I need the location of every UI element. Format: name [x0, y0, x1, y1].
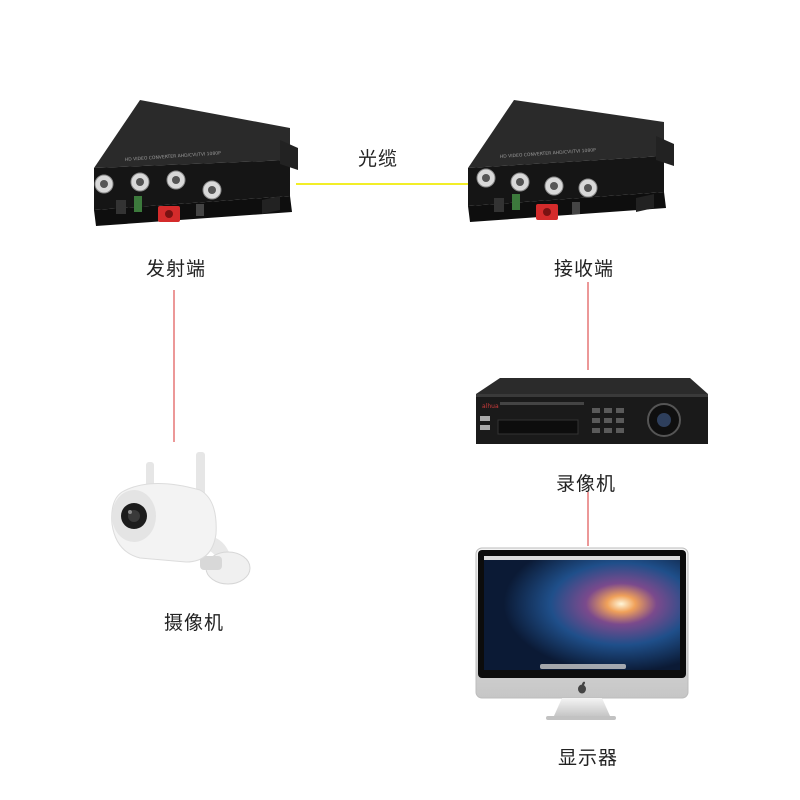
receiver-label: 接收端 — [554, 258, 615, 280]
transmitter-device: HD VIDEO CONVERTER AHD/CVI/TVI 1080P — [94, 100, 298, 226]
receiver-device: HD VIDEO CONVERTER AHD/CVI/TVI 1080P — [468, 100, 674, 222]
monitor-screen — [484, 556, 680, 670]
camera-device — [111, 452, 251, 585]
dvr-brand-text: alhua — [482, 403, 499, 410]
transmitter-label: 发射端 — [146, 258, 207, 280]
monitor-device — [475, 547, 689, 720]
apple-logo-icon — [578, 681, 586, 694]
fiber-cable-label: 光缆 — [358, 148, 399, 170]
camera-label: 摄像机 — [164, 612, 225, 634]
monitor-label: 显示器 — [558, 747, 619, 769]
recorder-label: 录像机 — [556, 473, 617, 495]
recorder-device: alhua — [476, 378, 708, 444]
